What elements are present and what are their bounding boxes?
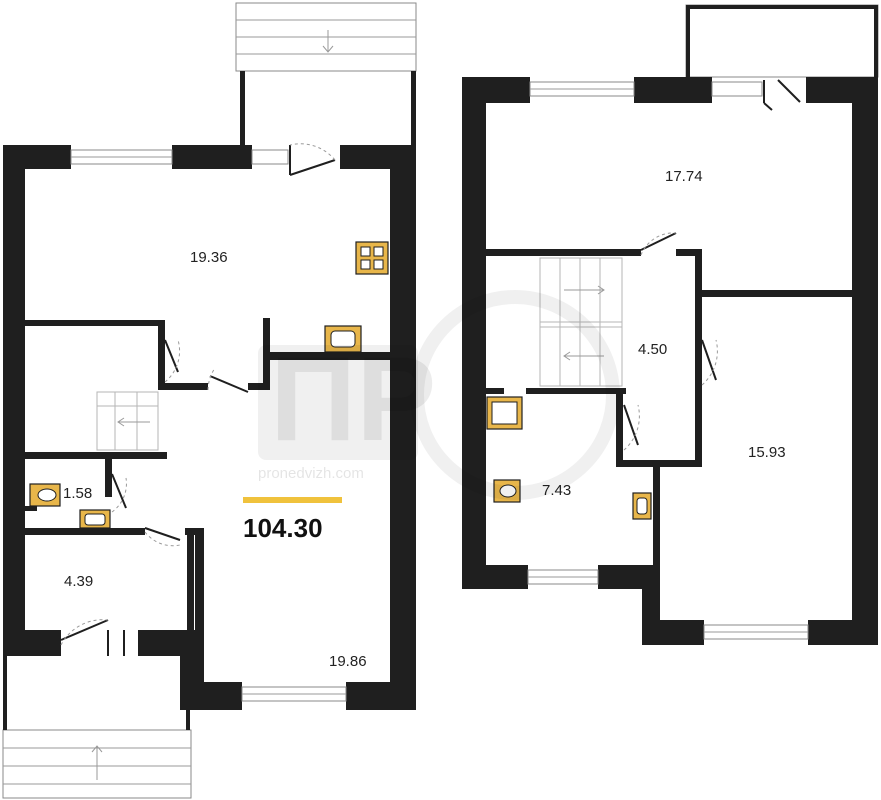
room-area-hall: 19.86: [329, 653, 367, 670]
toilet-icon: [29, 483, 61, 507]
staircase-upper: [539, 257, 623, 387]
upper-floor: 17.74 4.50 7.43 15.93: [462, 4, 879, 645]
upper-east-wall: [852, 77, 878, 645]
room-area-corridor: 4.50: [638, 341, 667, 358]
washbasin-icon: [632, 492, 652, 520]
balcony: [685, 4, 879, 78]
watermark: ПР pronedvizh.com: [258, 290, 620, 500]
shower-icon: [486, 396, 523, 430]
watermark-circle-icon: [410, 290, 620, 500]
room-area-bedroom-north: 17.74: [665, 168, 703, 185]
room-area-storage: 4.39: [64, 573, 93, 590]
room-area-kitchen-living: 19.36: [190, 249, 228, 266]
kitchen-sink-icon: [324, 325, 362, 353]
stove-icon: [355, 241, 389, 275]
room-area-bathroom: 1.58: [63, 485, 92, 502]
washbasin-icon: [79, 509, 111, 529]
watermark-site: pronedvizh.com: [258, 465, 364, 482]
upper-west-wall: [462, 77, 486, 589]
west-wall: [3, 145, 25, 645]
room-area-bedroom-south: 15.93: [748, 444, 786, 461]
watermark-logo: ПР: [270, 332, 436, 466]
kitchen-counter-wall: [263, 352, 390, 360]
toilet-icon: [493, 479, 521, 503]
staircase: [96, 391, 159, 451]
total-area: 104.30: [243, 513, 323, 543]
total-area-accent-bar: [243, 497, 342, 503]
ground-floor: 19.36 19.86 1.58 4.39 104.30: [2, 2, 417, 799]
room-area-bathroom-upper: 7.43: [542, 482, 571, 499]
east-wall: [390, 145, 416, 710]
